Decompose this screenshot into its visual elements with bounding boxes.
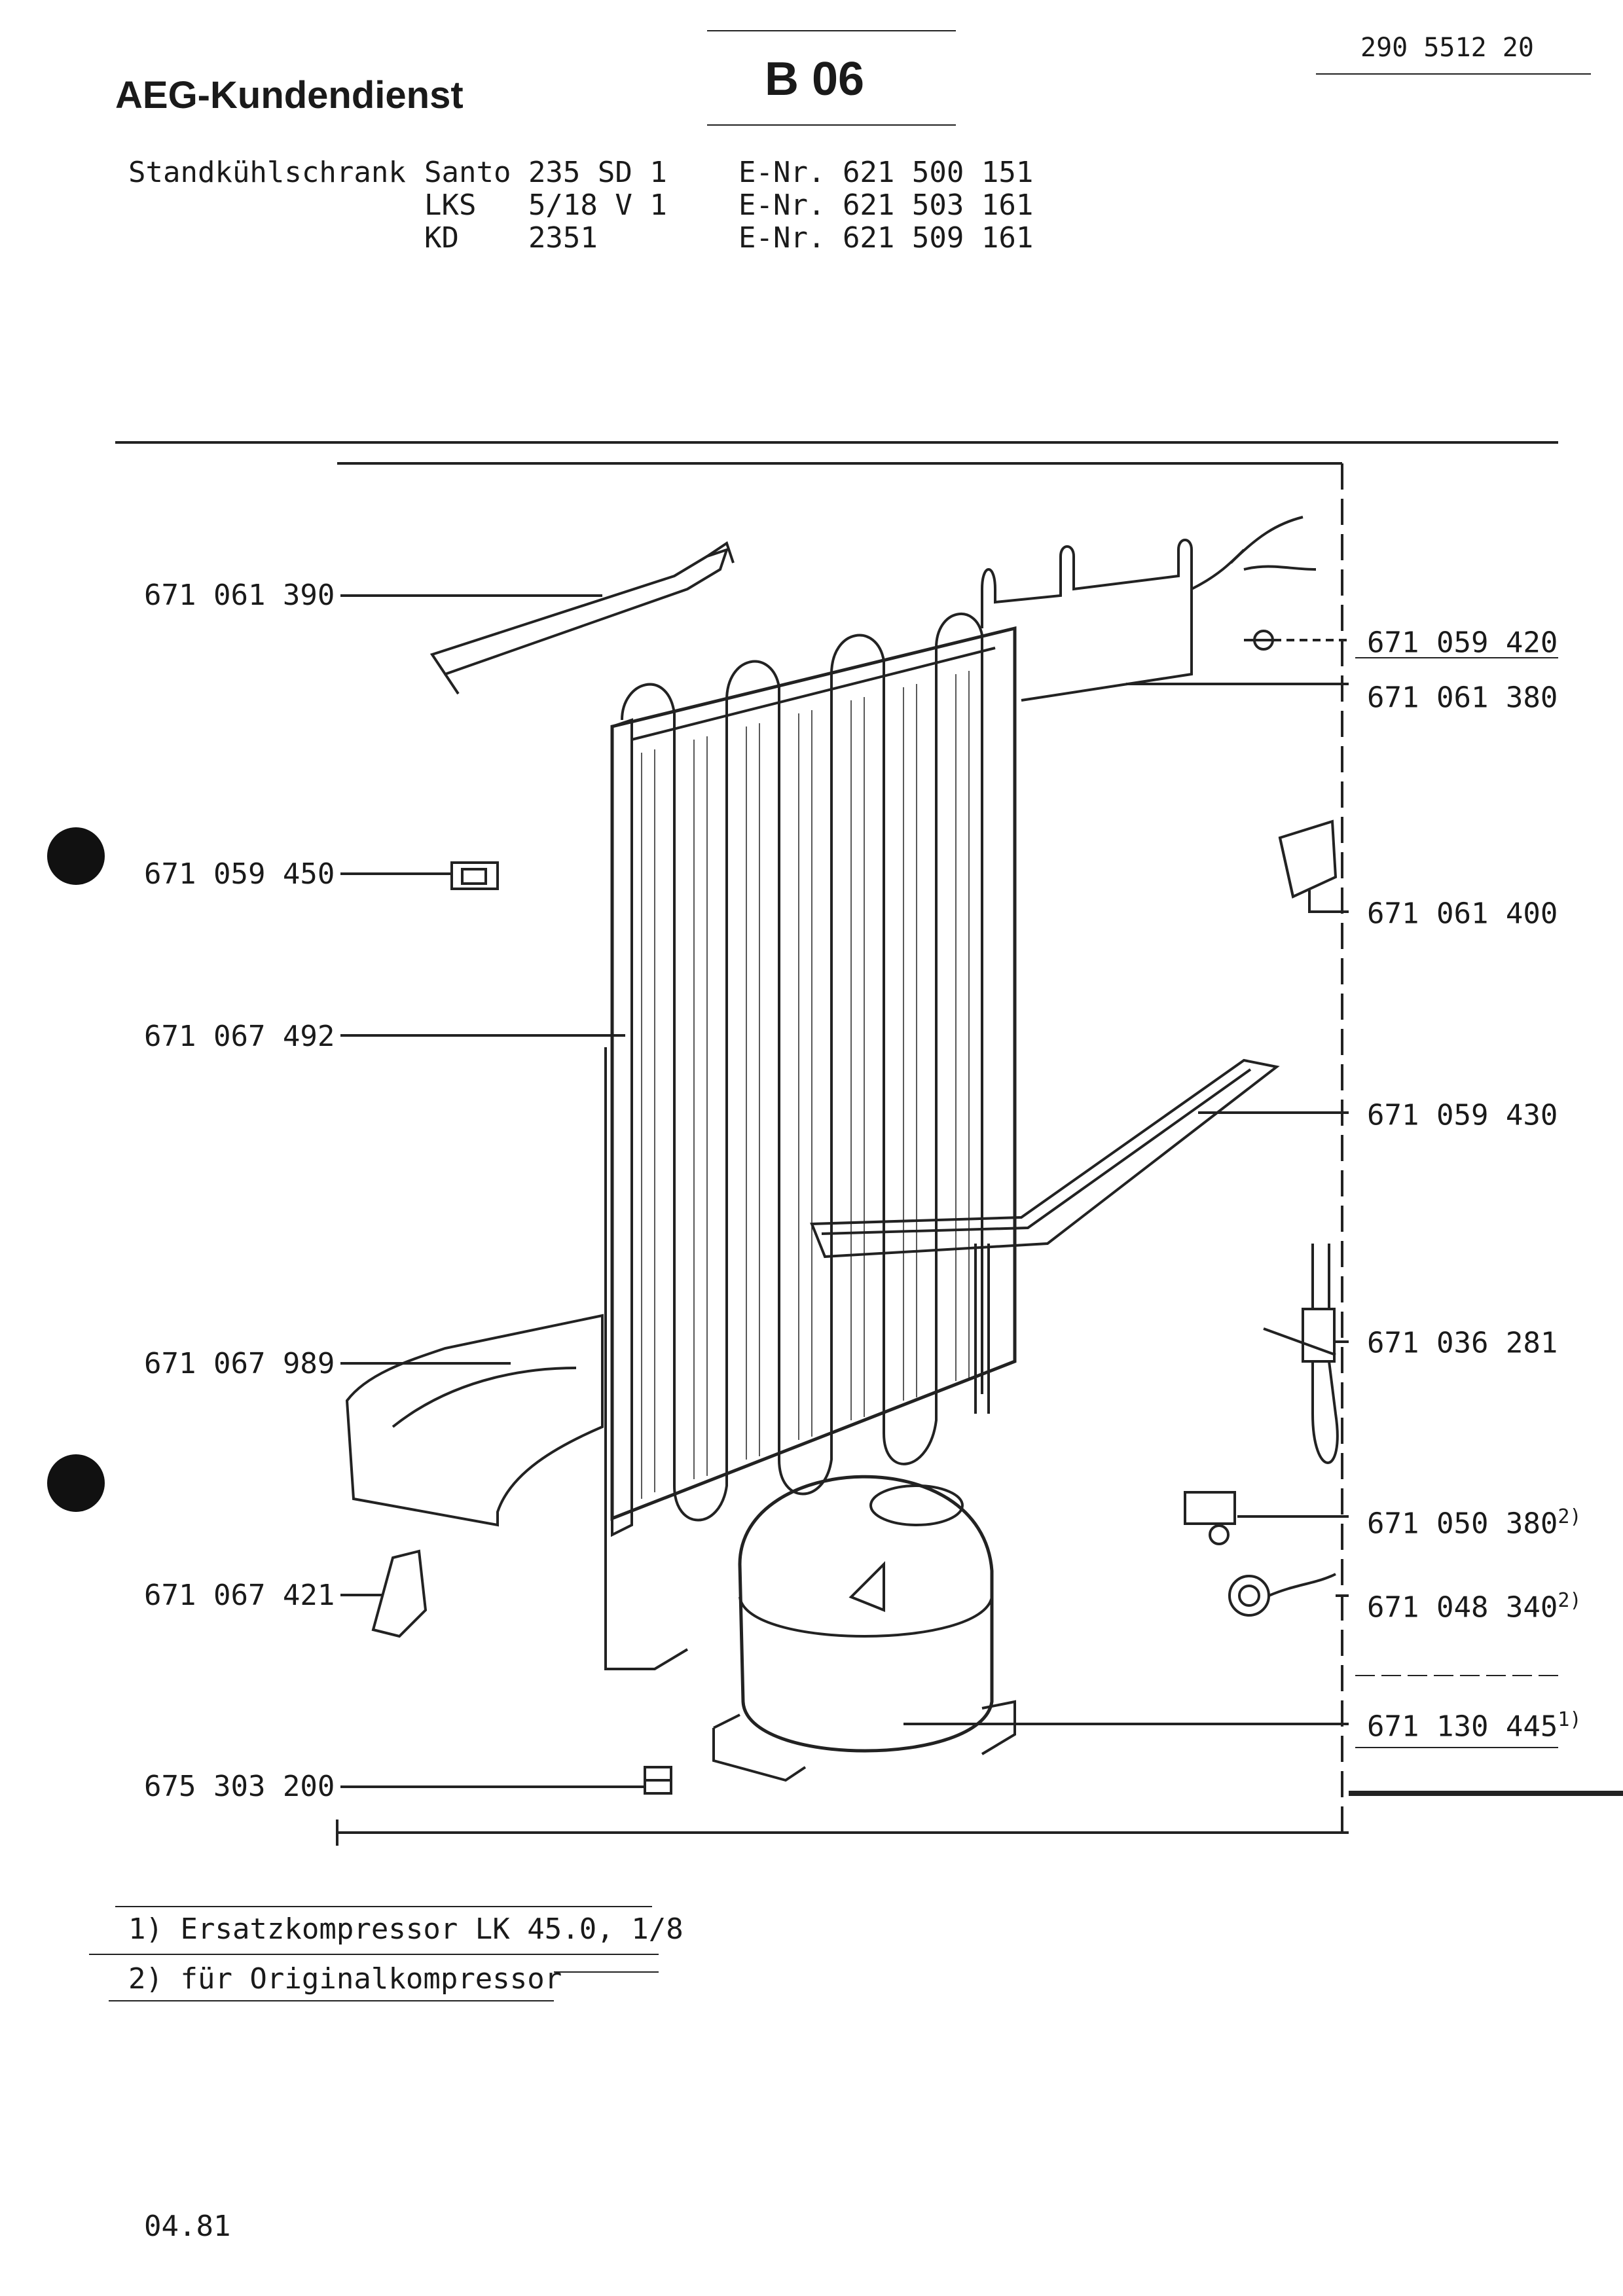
part-label-right-2: 671 061 380 bbox=[1367, 681, 1558, 715]
bracket-clip-part bbox=[371, 1549, 428, 1638]
drip-tray-part bbox=[810, 1058, 1280, 1414]
condenser-panel bbox=[604, 516, 1317, 1670]
model-1: Santo 235 SD 1 bbox=[424, 156, 667, 189]
part-label-right-6: 671 050 3802) bbox=[1367, 1505, 1582, 1541]
relay-part bbox=[1184, 1491, 1236, 1545]
clip-part bbox=[450, 861, 499, 890]
part-label-left-5: 671 067 421 bbox=[144, 1579, 335, 1612]
compressor-part bbox=[712, 1475, 1016, 1782]
doc-number-underline bbox=[1316, 73, 1591, 75]
footnote-bottom-line bbox=[109, 2000, 554, 2001]
part-label-right-8: 671 130 4451) bbox=[1367, 1708, 1582, 1744]
print-date: 04.81 bbox=[144, 2210, 231, 2243]
header-divider bbox=[115, 441, 1558, 444]
footnote-1: 1) Ersatzkompressor LK 45.0, 1/8 bbox=[128, 1912, 684, 1946]
sensor-part bbox=[1263, 1244, 1339, 1464]
ring-part bbox=[1228, 1573, 1336, 1617]
footnote-2: 2) für Originalkompressor bbox=[128, 1962, 562, 1996]
model-3: KD 2351 bbox=[424, 221, 598, 255]
model-2: LKS 5/18 V 1 bbox=[424, 188, 667, 222]
grommet-part bbox=[1244, 630, 1274, 651]
part-label-left-4: 671 067 989 bbox=[144, 1347, 335, 1380]
part-label-left-6: 675 303 200 bbox=[144, 1770, 335, 1803]
enr-1: E-Nr. 621 500 151 bbox=[739, 156, 1034, 189]
footnote-mid-line bbox=[89, 1954, 659, 1955]
section-code-top-line bbox=[707, 30, 956, 31]
product-type: Standkühlschrank bbox=[128, 156, 406, 189]
top-bracket-part bbox=[429, 541, 735, 695]
footnote-side-line bbox=[554, 1971, 659, 1973]
document-number: 290 5512 20 bbox=[1360, 33, 1534, 63]
brand-title: AEG-Kundendienst bbox=[115, 74, 464, 117]
base-tray-part bbox=[345, 1314, 604, 1527]
section-code-bottom-line bbox=[707, 124, 956, 126]
part-label-left-3: 671 067 492 bbox=[144, 1020, 335, 1053]
part-label-right-4: 671 059 430 bbox=[1367, 1098, 1558, 1132]
section-code: B 06 bbox=[765, 53, 865, 105]
rubber-foot-part bbox=[644, 1766, 672, 1795]
part-label-right-1: 671 059 420 bbox=[1367, 626, 1558, 660]
part-label-left-1: 671 061 390 bbox=[144, 579, 335, 612]
bullet-dot-upper bbox=[47, 827, 105, 885]
starter-cover-part bbox=[1278, 819, 1338, 899]
enr-2: E-Nr. 621 503 161 bbox=[739, 188, 1034, 222]
bullet-dot-lower bbox=[47, 1454, 105, 1512]
leader-671061400 bbox=[1308, 890, 1349, 913]
enr-3: E-Nr. 621 509 161 bbox=[739, 221, 1034, 255]
part-label-right-3: 671 061 400 bbox=[1367, 897, 1558, 931]
part-label-right-7: 671 048 3402) bbox=[1367, 1589, 1582, 1624]
part-label-left-2: 671 059 450 bbox=[144, 857, 335, 891]
footnote-top-line bbox=[115, 1906, 652, 1907]
part-label-right-5: 671 036 281 bbox=[1367, 1326, 1558, 1360]
